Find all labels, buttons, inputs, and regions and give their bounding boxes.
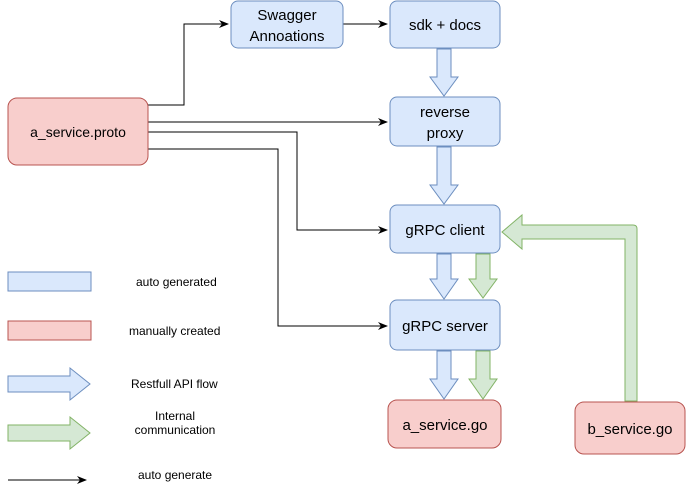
node-reverse-proxy: reverse proxy [389,96,501,147]
node-swagger-annotations: Swagger Annoations [230,0,344,49]
flow-reverse-proxy-to-grpc-client [429,146,459,205]
legend-auto-generated: auto generated [7,271,217,292]
legend-internal-label-line1: Internal [155,409,195,423]
node-a-service-proto-label: a_service.proto [30,124,126,140]
internal-flow-arrows [468,213,638,402]
edge-proto-to-grpc-server [148,148,388,330]
edge-proto-to-grpc-client [148,131,388,234]
internal-b-service-to-grpc-client [501,213,638,402]
flow-grpc-client-to-grpc-server [429,253,459,300]
legend-restful-flow-label: Restfull API flow [131,377,218,391]
legend-auto-generate: auto generate [8,468,212,484]
flow-grpc-server-to-a-service [429,350,459,400]
flow-sdk-to-reverse-proxy [429,48,459,97]
legend-auto-generate-label: auto generate [138,468,212,482]
internal-grpc-server-to-a-service [468,350,498,400]
node-swagger-label-line2: Annoations [249,28,324,45]
edge-proto-to-swagger [148,20,229,106]
auto-generate-connectors [148,20,388,330]
node-a-service-go: a_service.go [387,399,502,449]
node-swagger-label-line1: Swagger [257,7,316,24]
internal-grpc-client-to-grpc-server [468,253,498,299]
legend-manually-created-label: manually created [129,324,220,338]
node-reverse-proxy-label-line2: proxy [427,125,464,142]
node-sdk-docs: sdk + docs [389,0,501,49]
legend-manually-created: manually created [7,320,220,341]
node-b-service-go: b_service.go [574,401,686,455]
legend-restful-flow: Restfull API flow [7,366,218,402]
node-grpc-server: gRPC server [389,299,501,351]
node-a-service-proto: a_service.proto [7,97,149,166]
node-b-service-go-label: b_service.go [587,421,672,438]
restful-flow-arrows [429,48,459,400]
node-grpc-client: gRPC client [389,204,501,254]
node-reverse-proxy-label-line1: reverse [420,104,470,121]
legend-internal-label-line2: communication [135,423,216,437]
node-grpc-server-label: gRPC server [402,318,488,335]
legend-internal-communication: Internal communication [7,409,216,451]
legend-auto-generated-label: auto generated [136,275,217,289]
node-sdk-docs-label: sdk + docs [409,17,481,34]
node-a-service-go-label: a_service.go [402,417,487,434]
node-grpc-client-label: gRPC client [405,222,485,239]
legend: auto generated manually created Restfull… [7,271,220,484]
